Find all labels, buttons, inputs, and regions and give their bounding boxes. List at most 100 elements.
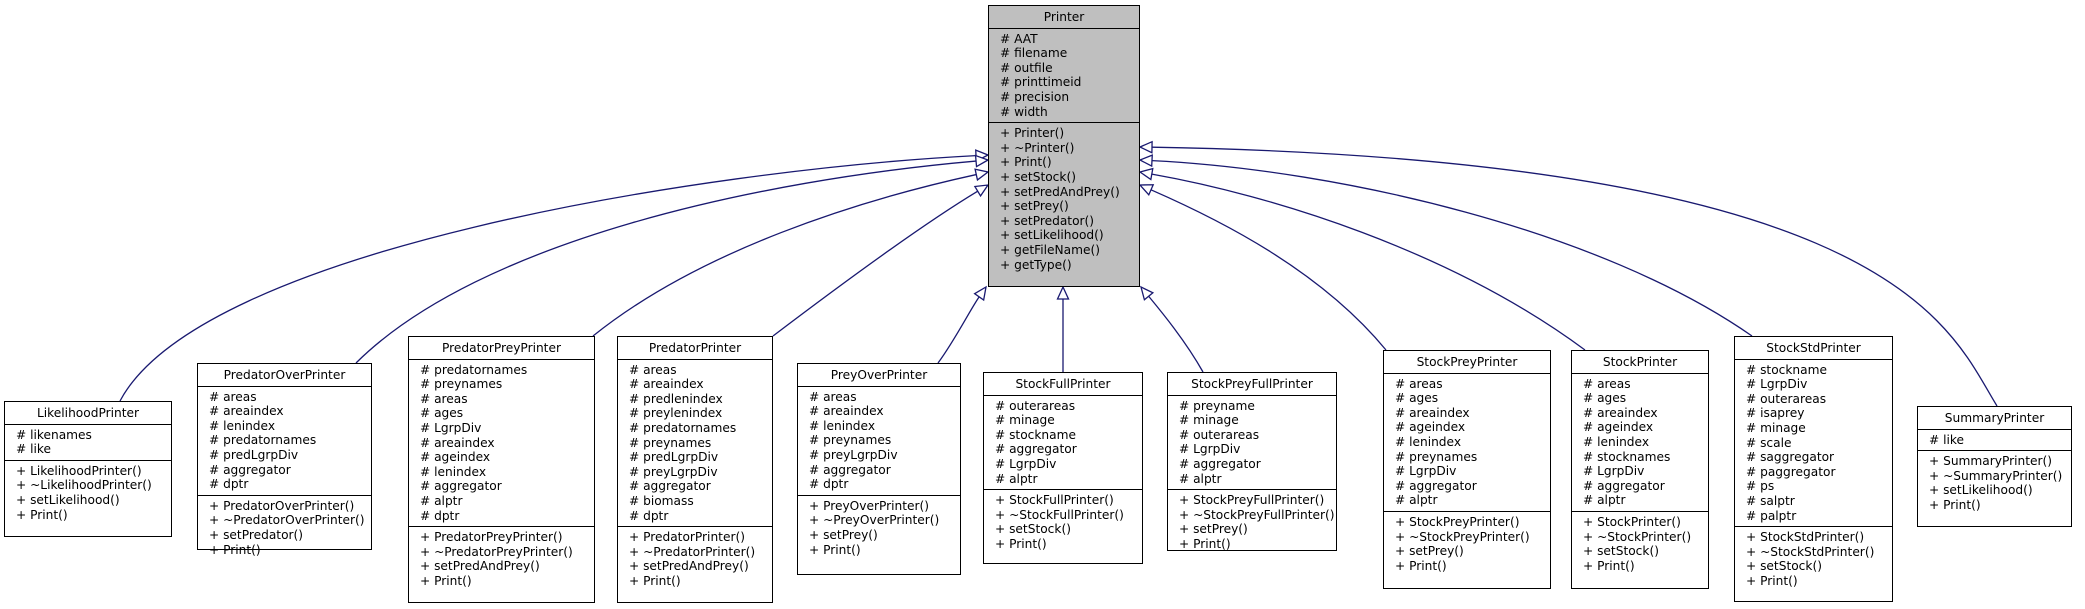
attribute-item: # lenindex <box>420 464 487 479</box>
method-item: + setPredAndPrey() <box>1000 184 1120 199</box>
class-node-stockpreyprinter[interactable]: StockPreyPrinter# areas# ages# areaindex… <box>1383 350 1551 589</box>
attribute-item: # alptr <box>420 493 463 508</box>
attribute-item: # preynames <box>1395 449 1478 464</box>
attribute-item: # minage <box>1746 420 1806 435</box>
attribute-item: # width <box>1000 104 1048 119</box>
class-name: StockPreyFullPrinter <box>1168 373 1336 396</box>
attribute-list: # areas# areaindex# predlenindex# preyle… <box>618 360 772 528</box>
attribute-item: # aggregator <box>209 462 291 477</box>
attribute-item: # stockname <box>995 427 1076 442</box>
method-item: + Print() <box>1929 497 1981 512</box>
attribute-list: # outerareas# minage# stockname# aggrega… <box>984 396 1142 491</box>
attribute-item: # ages <box>420 406 464 421</box>
method-item: + PreyOverPrinter() <box>809 498 930 513</box>
method-item: + Print() <box>1746 573 1798 588</box>
attribute-list: # likenames# like <box>5 425 171 461</box>
class-node-preyoverprinter[interactable]: PreyOverPrinter# areas# areaindex# lenin… <box>797 363 961 575</box>
class-node-stockstdprinter[interactable]: StockStdPrinter# stockname# LgrpDiv# out… <box>1734 336 1893 602</box>
attribute-list: # areas# areaindex# lenindex# preynames#… <box>798 387 960 496</box>
attribute-item: # areas <box>809 389 857 404</box>
attribute-item: # preyLgrpDiv <box>809 447 898 462</box>
attribute-item: # lenindex <box>1395 434 1462 449</box>
attribute-item: # predLgrpDiv <box>629 450 719 465</box>
attribute-item: # areas <box>209 389 257 404</box>
method-list: + SummaryPrinter()+ ~SummaryPrinter()+ s… <box>1918 451 2071 515</box>
inheritance-edge <box>1151 173 1586 351</box>
class-node-predatorprinter[interactable]: PredatorPrinter# areas# areaindex# predl… <box>617 336 773 603</box>
attribute-item: # minage <box>995 413 1055 428</box>
attribute-item: # likenames <box>16 427 92 442</box>
inheritance-edge <box>1151 159 1753 337</box>
inheritance-edge <box>592 173 977 337</box>
method-item: + Print() <box>1000 155 1052 170</box>
method-item: + StockStdPrinter() <box>1746 530 1865 545</box>
attribute-item: # aggregator <box>1179 456 1261 471</box>
method-item: + ~StockPreyPrinter() <box>1395 529 1530 544</box>
attribute-item: # dptr <box>209 477 249 492</box>
attribute-item: # minage <box>1179 413 1239 428</box>
inheritance-edge <box>937 296 980 364</box>
inheritance-arrowhead <box>1138 140 1153 154</box>
inheritance-arrowhead <box>973 184 990 198</box>
attribute-item: # preynames <box>809 433 892 448</box>
inheritance-arrowhead <box>974 154 990 168</box>
attribute-item: # stocknames <box>1583 449 1671 464</box>
attribute-item: # aggregator <box>1583 478 1665 493</box>
method-item: + Print() <box>629 573 681 588</box>
attribute-item: # areas <box>1395 376 1443 391</box>
attribute-item: # areas <box>629 362 677 377</box>
attribute-item: # lenindex <box>1583 434 1650 449</box>
attribute-item: # outfile <box>1000 60 1053 75</box>
attribute-item: # alptr <box>1179 471 1222 486</box>
inheritance-arrowhead <box>1056 285 1070 300</box>
class-name: StockPreyPrinter <box>1384 351 1550 374</box>
attribute-item: # alptr <box>1395 493 1438 508</box>
inheritance-edge <box>1148 295 1204 373</box>
method-item: + PredatorPreyPrinter() <box>420 530 563 545</box>
method-item: + StockPreyPrinter() <box>1395 514 1520 529</box>
attribute-item: # lenindex <box>209 418 276 433</box>
method-item: + LikelihoodPrinter() <box>16 463 142 478</box>
inheritance-edge <box>355 160 977 364</box>
inheritance-arrowhead <box>974 168 990 182</box>
attribute-item: # like <box>16 442 51 457</box>
attribute-item: # ps <box>1746 479 1775 494</box>
inheritance-edge <box>119 154 977 402</box>
class-node-predatorpreyprinter[interactable]: PredatorPreyPrinter# predatornames# prey… <box>408 336 595 603</box>
method-item: + setLikelihood() <box>1929 483 2033 498</box>
class-node-stockpreyfullprinter[interactable]: StockPreyFullPrinter # preyname# minage # … <box>1167 372 1337 551</box>
class-node-stockprinter[interactable]: StockPrinter# areas# ages# areaindex# ag… <box>1571 350 1709 589</box>
inheritance-arrowhead <box>1138 154 1153 168</box>
method-item: + SummaryPrinter() <box>1929 454 2053 469</box>
class-node-stockfullprinter[interactable]: StockFullPrinter# outerareas# minage# st… <box>983 372 1143 564</box>
class-node-likelihoodprinter[interactable]: LikelihoodPrinter# likenames# like+ Like… <box>4 401 172 537</box>
class-node-summaryprinter[interactable]: SummaryPrinter# like+ SummaryPrinter()+ … <box>1917 406 2072 527</box>
attribute-item: # aggregator <box>995 442 1077 457</box>
attribute-item: # LgrpDiv <box>420 420 482 435</box>
attribute-item: # areaindex <box>209 404 284 419</box>
class-name: PredatorOverPrinter <box>198 364 371 387</box>
attribute-item: # areas <box>1583 376 1631 391</box>
method-item: + ~StockFullPrinter() <box>995 507 1124 522</box>
class-name: PreyOverPrinter <box>798 364 960 387</box>
method-item: + setPredator() <box>209 527 304 542</box>
method-item: + setPredator() <box>1000 213 1095 228</box>
class-name: LikelihoodPrinter <box>5 402 171 425</box>
method-item: + Print() <box>995 536 1047 551</box>
attribute-item: # LgrpDiv <box>1179 442 1241 457</box>
attribute-item: # preynames <box>629 435 712 450</box>
class-name: SummaryPrinter <box>1918 407 2071 430</box>
attribute-item: # areaindex <box>1583 405 1658 420</box>
class-node-printer[interactable]: Printer# AAT# filename# outfile# printti… <box>988 5 1140 287</box>
attribute-item: # ageindex <box>1395 420 1466 435</box>
class-node-predatoroverprinter[interactable]: PredatorOverPrinter # areas# areaindex# l… <box>197 363 372 557</box>
method-item: + ~SummaryPrinter() <box>1929 468 2063 483</box>
attribute-item: # areaindex <box>420 435 495 450</box>
attribute-item: # stockname <box>1746 362 1827 377</box>
attribute-item: # LgrpDiv <box>1395 464 1457 479</box>
class-name: StockFullPrinter <box>984 373 1142 396</box>
class-name: PredatorPrinter <box>618 337 772 360</box>
attribute-item: # paggregator <box>1746 464 1836 479</box>
attribute-item: # preyname <box>1179 398 1255 413</box>
